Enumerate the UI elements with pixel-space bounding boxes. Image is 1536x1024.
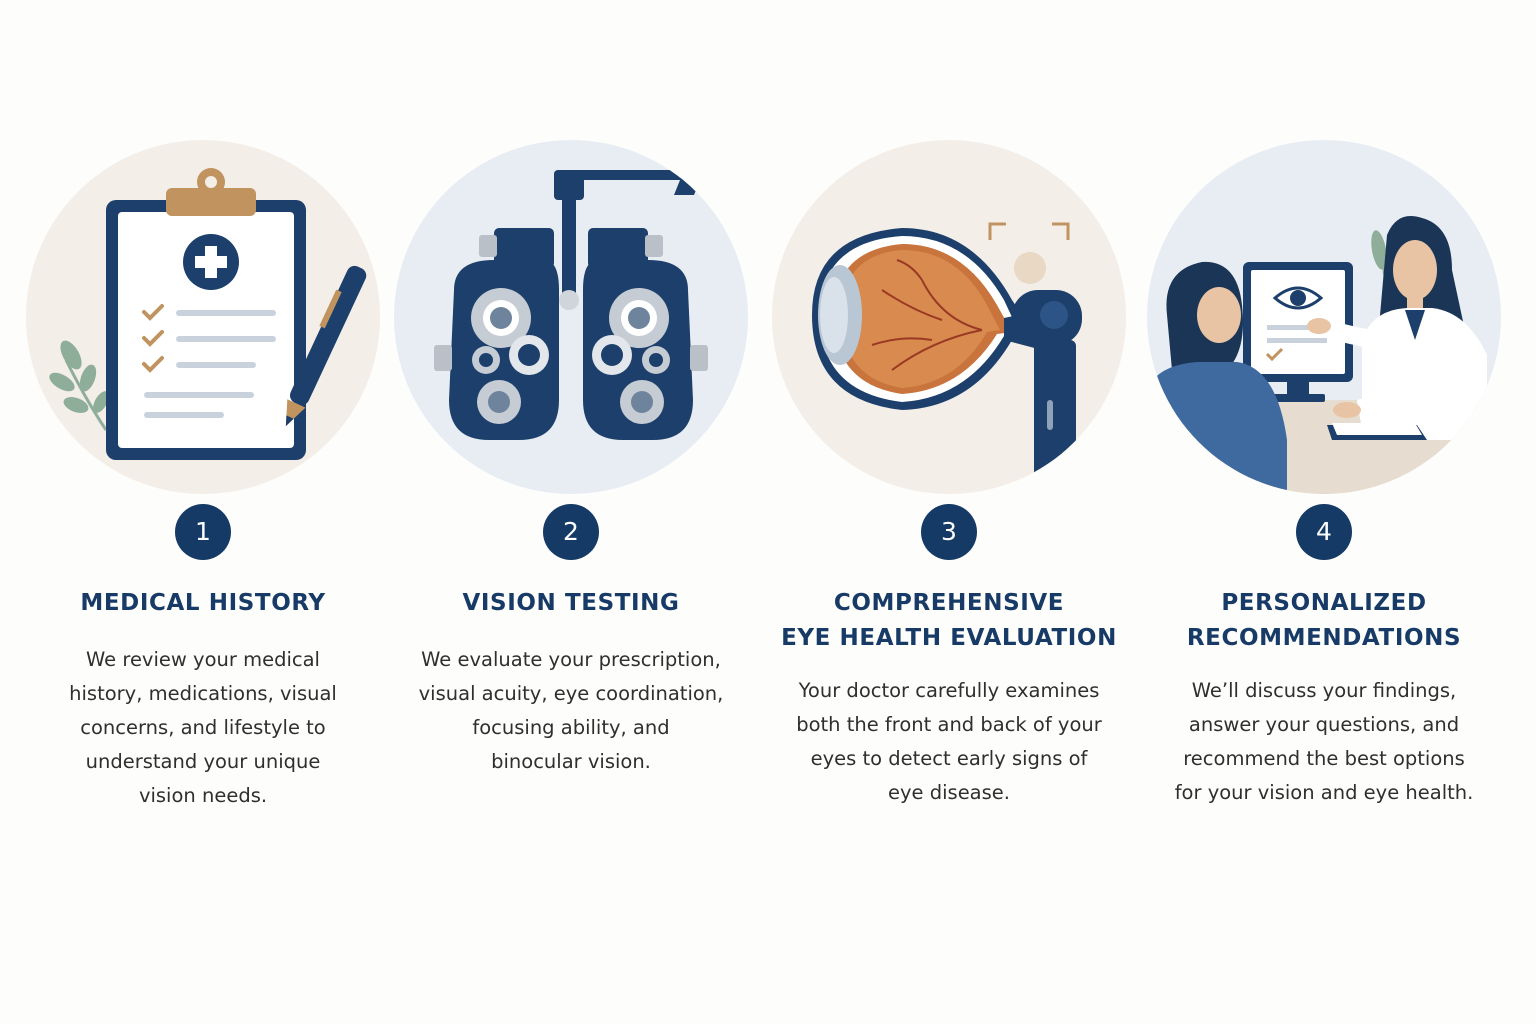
step-number-badge: 1 <box>175 504 231 560</box>
step-desc-line: focusing ability, and <box>472 716 670 739</box>
step-desc-line: vision needs. <box>138 784 268 807</box>
step-desc-line: concerns, and lifestyle to <box>80 716 326 739</box>
step-illustration <box>772 140 1126 494</box>
step-title-line: RECOMMENDATIONS <box>1186 625 1462 651</box>
step-desc-line: eyes to detect early signs of <box>810 747 1088 770</box>
step-title: VISION TESTING <box>386 586 756 621</box>
step-title: PERSONALIZED RECOMMENDATIONS <box>1139 586 1509 656</box>
step-title-line: PERSONALIZED <box>1221 590 1427 616</box>
step-desc-line: both the front and back of your <box>796 713 1102 736</box>
step-title-line: MEDICAL HISTORY <box>80 590 326 616</box>
step-desc-line: visual acuity, eye coordination, <box>418 682 724 705</box>
step-desc-line: We’ll discuss your findings, <box>1191 679 1457 702</box>
step-desc-line: recommend the best options <box>1183 747 1465 770</box>
step-description: We review your medical history, medicati… <box>18 643 388 813</box>
eye-anatomy-icon <box>812 222 1082 494</box>
step-medical-history: 1 MEDICAL HISTORY We review your medical… <box>18 140 388 813</box>
step-title-line: VISION TESTING <box>462 590 680 616</box>
step-desc-line: Your doctor carefully examines <box>798 679 1100 702</box>
step-number-badge: 2 <box>543 504 599 560</box>
clipboard-icon <box>49 168 367 460</box>
step-description: We evaluate your prescription, visual ac… <box>386 643 756 779</box>
step-desc-line: understand your unique <box>85 750 321 773</box>
step-illustration <box>1147 140 1501 494</box>
step-number-badge: 4 <box>1296 504 1352 560</box>
step-title-line: COMPREHENSIVE <box>833 590 1065 616</box>
step-title-line: EYE HEALTH EVALUATION <box>781 625 1117 651</box>
phoropter-icon <box>434 170 708 440</box>
step-desc-line: eye disease. <box>888 781 1010 804</box>
step-description: Your doctor carefully examines both the … <box>764 674 1134 810</box>
step-personalized-recommendations: 4 PERSONALIZED RECOMMENDATIONS We’ll dis… <box>1139 140 1509 810</box>
step-desc-line: binocular vision. <box>491 750 651 773</box>
step-eye-health-evaluation: 3 COMPREHENSIVE EYE HEALTH EVALUATION Yo… <box>764 140 1134 810</box>
step-desc-line: We evaluate your prescription, <box>421 648 721 671</box>
step-vision-testing: 2 VISION TESTING We evaluate your prescr… <box>386 140 756 779</box>
step-description: We’ll discuss your findings, answer your… <box>1139 674 1509 810</box>
step-desc-line: answer your questions, and <box>1188 713 1460 736</box>
step-desc-line: for your vision and eye health. <box>1174 781 1474 804</box>
doctor-consultation-icon <box>1147 216 1501 494</box>
step-illustration <box>26 140 380 494</box>
step-number-badge: 3 <box>921 504 977 560</box>
step-desc-line: history, medications, visual <box>69 682 337 705</box>
step-title: MEDICAL HISTORY <box>18 586 388 621</box>
step-desc-line: We review your medical <box>86 648 320 671</box>
step-title: COMPREHENSIVE EYE HEALTH EVALUATION <box>764 586 1134 656</box>
step-illustration <box>394 140 748 494</box>
